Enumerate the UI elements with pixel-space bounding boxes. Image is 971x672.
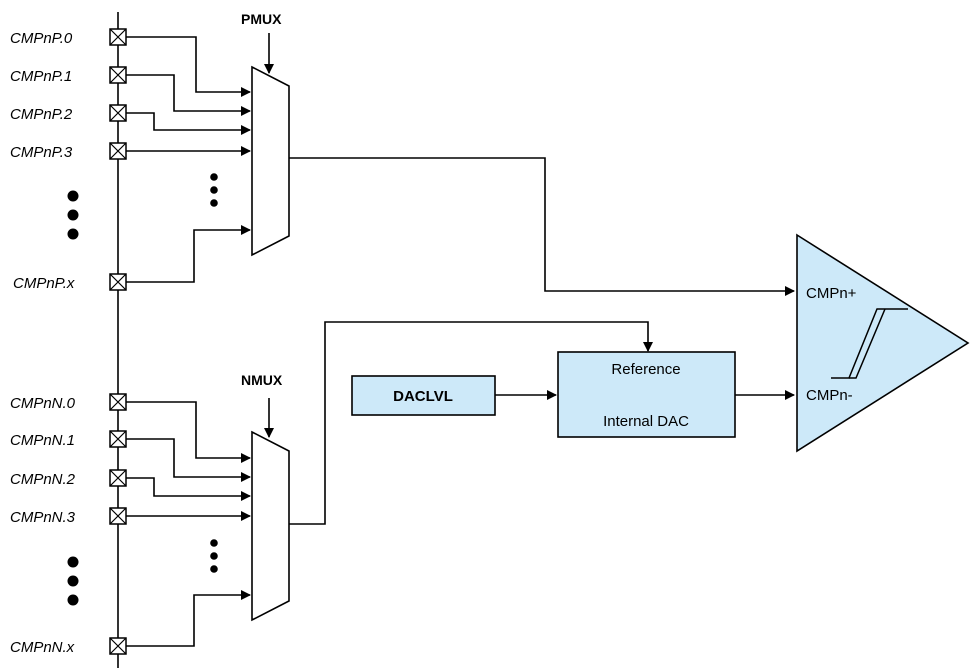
wire-cmpnp-0	[126, 36, 251, 97]
pin-label-cmpnn-3: CMPnN.3	[10, 509, 76, 526]
pin-label-cmpnp-0: CMPnP.0	[10, 30, 73, 47]
pin-label-cmpnn-x: CMPnN.x	[10, 639, 75, 656]
pin-cmpnn-x	[109, 637, 127, 655]
wire-cmpnn-1	[126, 438, 251, 482]
pin-cmpnp-0	[109, 28, 127, 46]
ellipsis-dots-pmux-inputs	[210, 173, 218, 207]
pin-label-cmpnp-2: CMPnP.2	[10, 106, 73, 123]
hysteresis-icon	[831, 308, 908, 379]
nmux-block	[251, 430, 290, 622]
ellipsis-dots-nmux-inputs	[210, 539, 218, 573]
pin-label-cmpnn-1: CMPnN.1	[10, 432, 75, 449]
pin-label-cmpnp-3: CMPnP.3	[10, 144, 73, 161]
pin-cmpnp-x	[109, 273, 127, 291]
pin-cmpnn-0	[109, 393, 127, 411]
daclvl-block	[351, 375, 496, 416]
pin-label-cmpnp-1: CMPnP.1	[10, 68, 72, 85]
pmux-label: PMUX	[241, 11, 282, 27]
pin-cmpnn-3	[109, 507, 127, 525]
ellipsis-dots-n-pins	[67, 556, 79, 606]
wire-cmpnp-2	[126, 112, 251, 135]
pin-cmpnp-2	[109, 104, 127, 122]
daclvl-label: DACLVL	[393, 388, 453, 405]
comparator-block	[796, 233, 970, 453]
comparator-minus-label: CMPn-	[806, 387, 853, 404]
pin-cmpnp-3	[109, 142, 127, 160]
pin-cmpnn-2	[109, 469, 127, 487]
pmux-block	[251, 65, 290, 257]
pin-cmpnn-1	[109, 430, 127, 448]
ellipsis-dots-p-pins	[67, 190, 79, 240]
wire-cmpnp-1	[126, 74, 251, 116]
wire-cmpnn-x	[126, 590, 251, 647]
reference-label: Reference	[611, 361, 680, 378]
nmux-label: NMUX	[241, 372, 283, 388]
wire-cmpnn-0	[126, 401, 251, 463]
wire-cmpnn-2	[126, 477, 251, 501]
pin-label-cmpnn-0: CMPnN.0	[10, 395, 76, 412]
comparator-plus-label: CMPn+	[806, 285, 857, 302]
wire-cmpnp-x	[126, 225, 251, 283]
pin-label-cmpnp-x: CMPnP.x	[13, 275, 75, 292]
wire-pmux-to-cmp-plus	[289, 157, 795, 296]
wire-nmux-to-dac	[289, 321, 653, 525]
pin-cmpnp-1	[109, 66, 127, 84]
internal-dac-label: Internal DAC	[603, 413, 689, 430]
pin-label-cmpnn-2: CMPnN.2	[10, 471, 76, 488]
